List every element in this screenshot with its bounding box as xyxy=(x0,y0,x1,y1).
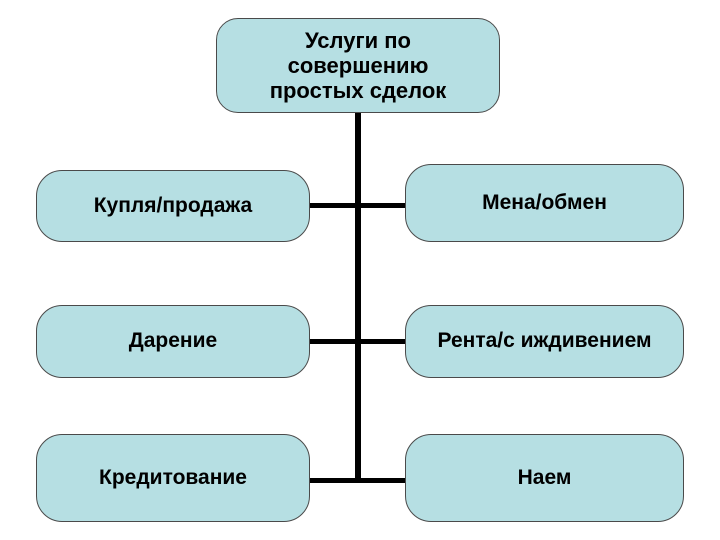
connector-row2-left xyxy=(309,339,359,344)
connector-row3-left xyxy=(309,478,359,483)
node-root[interactable]: Услуги по совершению простых сделок xyxy=(216,18,500,113)
connector-row1-left xyxy=(309,203,359,208)
node-kreditovanie[interactable]: Кредитование xyxy=(36,434,310,522)
connector-row3-right xyxy=(357,478,407,483)
connector-trunk-vertical xyxy=(355,110,361,483)
node-renta-s-izhdiveniem[interactable]: Рента/с иждивением xyxy=(405,305,684,378)
node-naem[interactable]: Наем xyxy=(405,434,684,522)
connector-row2-right xyxy=(357,339,407,344)
connector-row1-right xyxy=(357,203,407,208)
node-kuplya-prodazha[interactable]: Купля/продажа xyxy=(36,170,310,242)
node-mena-obmen[interactable]: Мена/обмен xyxy=(405,164,684,242)
node-darenie[interactable]: Дарение xyxy=(36,305,310,378)
